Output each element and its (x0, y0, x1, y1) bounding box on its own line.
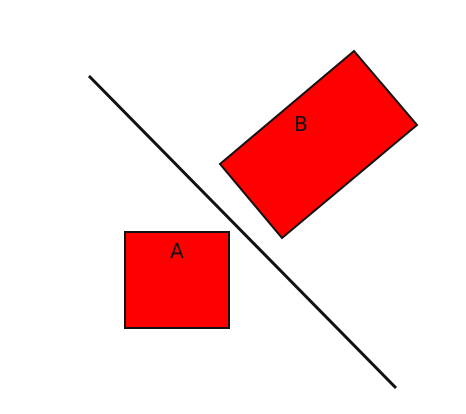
divider-line (87, 74, 398, 390)
shape-b-label: B (294, 112, 308, 136)
shape-b (218, 49, 419, 240)
shape-a-label: A (170, 239, 184, 263)
shape-a (124, 231, 230, 329)
